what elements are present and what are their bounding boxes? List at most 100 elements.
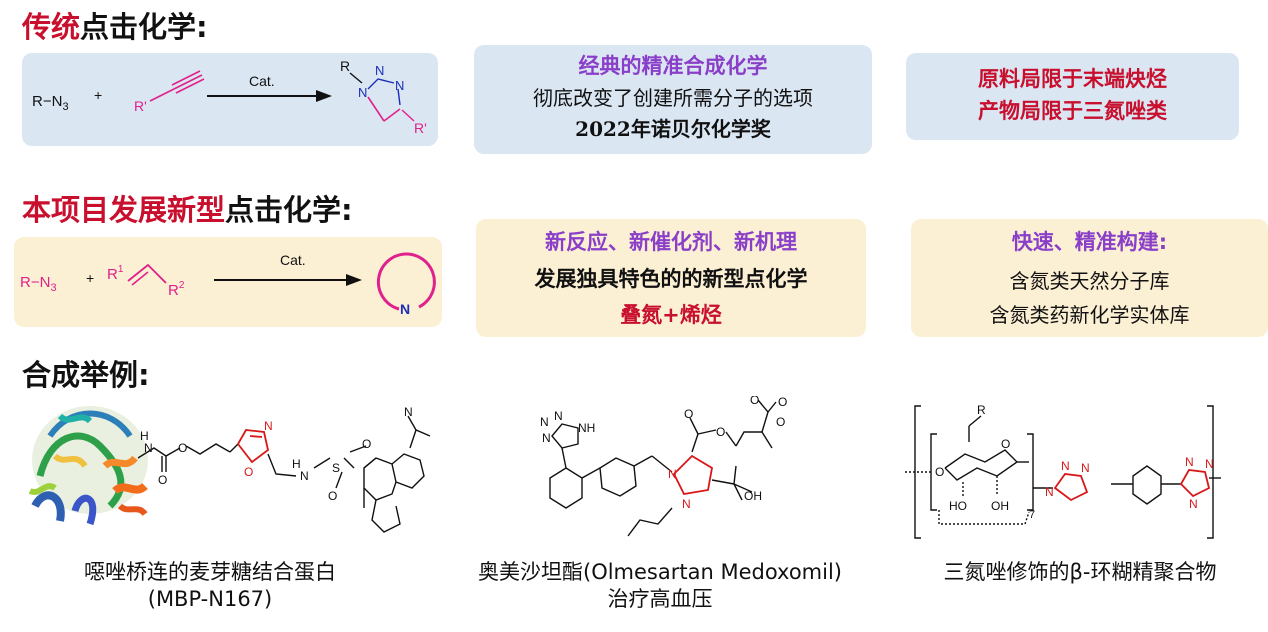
scheme1-plus: + xyxy=(94,87,102,103)
alkene-double-bond xyxy=(131,271,149,286)
product-r-prime: R' xyxy=(414,120,427,136)
imidazole-ring xyxy=(672,454,713,495)
box-limitations: 原料局限于末端炔烃 产物局限于三氮唑类 xyxy=(906,53,1239,140)
protein-ribbon-image xyxy=(28,406,148,526)
fast-line1: 含氮类天然分子库 xyxy=(1009,269,1170,293)
alkyne-triple-a xyxy=(173,74,203,90)
scheme1-azide: R−N3 xyxy=(32,93,69,113)
triazole-n3-c4 xyxy=(397,88,401,106)
ex3-subscript-7: 7 xyxy=(1029,509,1035,521)
new-line1: 发展独具特色的的新型点化学 xyxy=(534,267,808,291)
example2-caption-line2: 治疗高血压 xyxy=(607,587,713,611)
scheme-new-svg: R−N3 + R1 R2 Cat. N xyxy=(20,252,436,317)
example1-structure: H N O O N O H N S O O N xyxy=(28,405,430,533)
alkene-bonds xyxy=(127,263,167,284)
heading-examples: 合成举例: xyxy=(22,358,150,392)
tet-nh: NH xyxy=(578,421,595,435)
scheme1-arrow-head xyxy=(316,90,332,102)
imid-n1: N xyxy=(668,467,677,481)
ex1-nh-n: N xyxy=(300,469,309,483)
heading-project-red: 本项目发展新型 xyxy=(22,193,226,227)
ex3-n2: N xyxy=(1061,459,1070,473)
heading-traditional-click-chemistry: 传统点击化学: xyxy=(22,10,208,44)
scheme2-catalyst: Cat. xyxy=(280,252,306,268)
limit-line1: 原料局限于末端炔烃 xyxy=(978,67,1167,91)
box-new-reactions: 新反应、新催化剂、新机理 发展独具特色的的新型点化学 叠氮+烯烃 xyxy=(476,219,866,337)
ex3-ho: HO xyxy=(949,499,967,513)
triazole-c5-n1 xyxy=(367,96,385,122)
ex2-o3: O xyxy=(750,396,759,407)
example3-caption: 三氮唑修饰的β-环糊精聚合物 xyxy=(943,560,1217,584)
classic-line2: 2022年诺贝尔化学奖 xyxy=(575,117,771,141)
fast-line2: 含氮类药新化学实体库 xyxy=(989,303,1190,327)
alkene-r2: R2 xyxy=(168,280,185,299)
ex2-o5: O xyxy=(776,415,785,429)
scheme2-plus: + xyxy=(86,270,94,286)
scheme-new-box: R−N3 + R1 R2 Cat. N xyxy=(14,237,442,327)
classic-line1: 彻底改变了创建所需分子的选项 xyxy=(533,86,813,110)
ex3-n6: N xyxy=(1189,497,1198,511)
scheme-traditional-svg: R−N3 + R' Cat. R N N N R' xyxy=(32,58,427,136)
example2-caption-line1: 奥美沙坦酯(Olmesartan Medoxomil) xyxy=(478,560,842,584)
scheme2-azide: R−N3 xyxy=(20,274,57,294)
box-classic-chemistry: 经典的精准合成化学 彻底改变了创建所需分子的选项 2022年诺贝尔化学奖 xyxy=(474,45,872,154)
ex3-n1: N xyxy=(1045,485,1054,499)
ex1-nh-h: H xyxy=(292,457,301,471)
alkyne-r-prime: R' xyxy=(134,98,147,114)
classic-title: 经典的精准合成化学 xyxy=(578,54,768,78)
ex3-n5: N xyxy=(1205,457,1214,471)
scheme1-catalyst: Cat. xyxy=(249,73,275,89)
product-r-bond xyxy=(349,72,363,84)
ex1-o1: O xyxy=(178,441,187,455)
triazole-rings xyxy=(1053,469,1211,502)
triazole-n2: N xyxy=(375,63,384,78)
ex3-n3: N xyxy=(1081,461,1090,475)
triazole-n3: N xyxy=(395,78,404,93)
heading-traditional-black: 点击化学: xyxy=(80,10,208,44)
example3-structure: R O O HO OH 7 N N N N N N xyxy=(905,403,1221,539)
ex2-o2: O xyxy=(716,425,725,439)
ex3-o1: O xyxy=(935,465,944,479)
ex1-oxazole-o: O xyxy=(244,465,253,479)
ex1-s: S xyxy=(332,461,340,475)
ex3-o2: O xyxy=(1001,437,1010,451)
ex3-r: R xyxy=(977,403,986,417)
example1-caption-line2: (MBP-N167) xyxy=(147,587,273,611)
heading-project-black: 点击化学: xyxy=(225,193,353,227)
ex2-oh: OH xyxy=(744,489,762,503)
ex2-o1: O xyxy=(684,407,693,421)
tet-n3: N xyxy=(540,415,549,429)
triazole-n1: N xyxy=(358,85,367,100)
triazole-r-prime-bond xyxy=(401,109,415,122)
ring-nitrogen: N xyxy=(400,301,410,317)
triazole-nn-bonds xyxy=(367,78,395,90)
box-fast-construction: 快速、精准构建: 含氮类天然分子库 含氮类药新化学实体库 xyxy=(911,219,1268,337)
heading-project-click-chemistry: 本项目发展新型点击化学: xyxy=(22,193,353,227)
scheme-traditional-box: R−N3 + R' Cat. R N N N R' xyxy=(22,53,438,146)
alkene-r1: R1 xyxy=(107,264,124,283)
n-heterocycle-ring xyxy=(376,252,436,311)
ex1-so-o2: O xyxy=(328,489,337,503)
ex2-o4: O xyxy=(778,396,787,409)
ex3-oh: OH xyxy=(991,499,1009,513)
alkyne-bond xyxy=(149,88,175,102)
ex1-nme2: N xyxy=(404,405,413,419)
imid-n2: N xyxy=(682,497,691,511)
tet-n1: N xyxy=(542,431,551,445)
heading-traditional-red: 传统 xyxy=(22,10,81,44)
tet-n2: N xyxy=(554,409,563,423)
scheme2-arrow-head xyxy=(346,274,362,286)
ex1-h: H xyxy=(140,429,149,443)
alkyne-triple-c xyxy=(175,78,205,94)
example2-caption: 奥美沙坦酯(Olmesartan Medoxomil) 治疗高血压 xyxy=(440,559,880,613)
triazole-c4-c5 xyxy=(383,108,401,122)
fast-title: 快速、精准构建: xyxy=(1011,230,1168,254)
limit-line2: 产物局限于三氮唑类 xyxy=(978,99,1167,123)
oxazole-ring xyxy=(237,429,270,464)
alkyne-triple-b xyxy=(171,70,201,86)
new-title: 新反应、新催化剂、新机理 xyxy=(545,230,797,254)
example1-caption: 噁唑桥连的麦芽糖结合蛋白 (MBP-N167) xyxy=(30,559,390,613)
ex1-oxazole-n: N xyxy=(264,419,273,433)
ex1-n: N xyxy=(144,441,153,455)
product-r: R xyxy=(340,58,350,74)
